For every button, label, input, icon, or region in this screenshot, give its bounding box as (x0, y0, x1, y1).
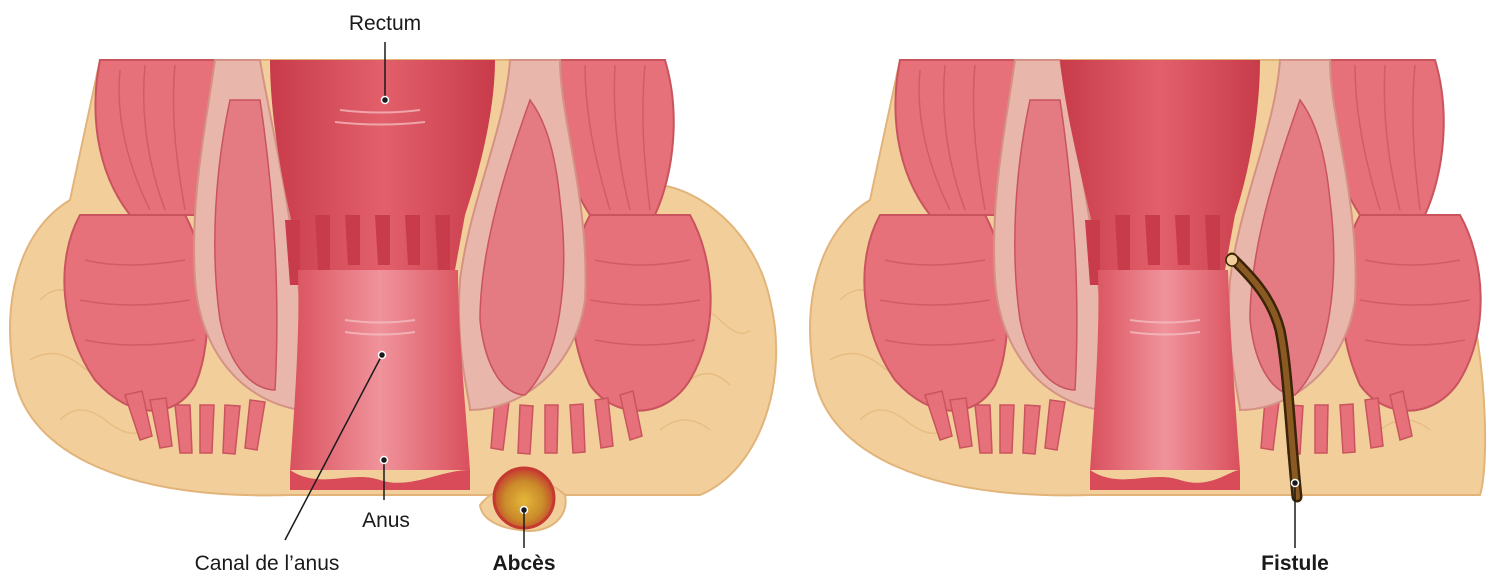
anal-canal-right (1090, 270, 1240, 470)
right-panel: Fistule (810, 60, 1485, 575)
label-abscess: Abcès (492, 552, 555, 575)
label-rectum: Rectum (349, 12, 421, 35)
anal-canal (290, 270, 470, 470)
label-anal-canal: Canal de l’anus (195, 552, 340, 575)
external-sphincter-right-r (1341, 215, 1480, 411)
leader-dot-fistula (1292, 480, 1299, 487)
label-fistula: Fistule (1261, 552, 1329, 575)
fistula-internal-opening (1226, 254, 1238, 266)
left-panel: Rectum Anus Canal de l’anus Abcès (10, 12, 776, 575)
label-anus: Anus (362, 509, 410, 532)
external-sphincter-right (571, 215, 710, 411)
